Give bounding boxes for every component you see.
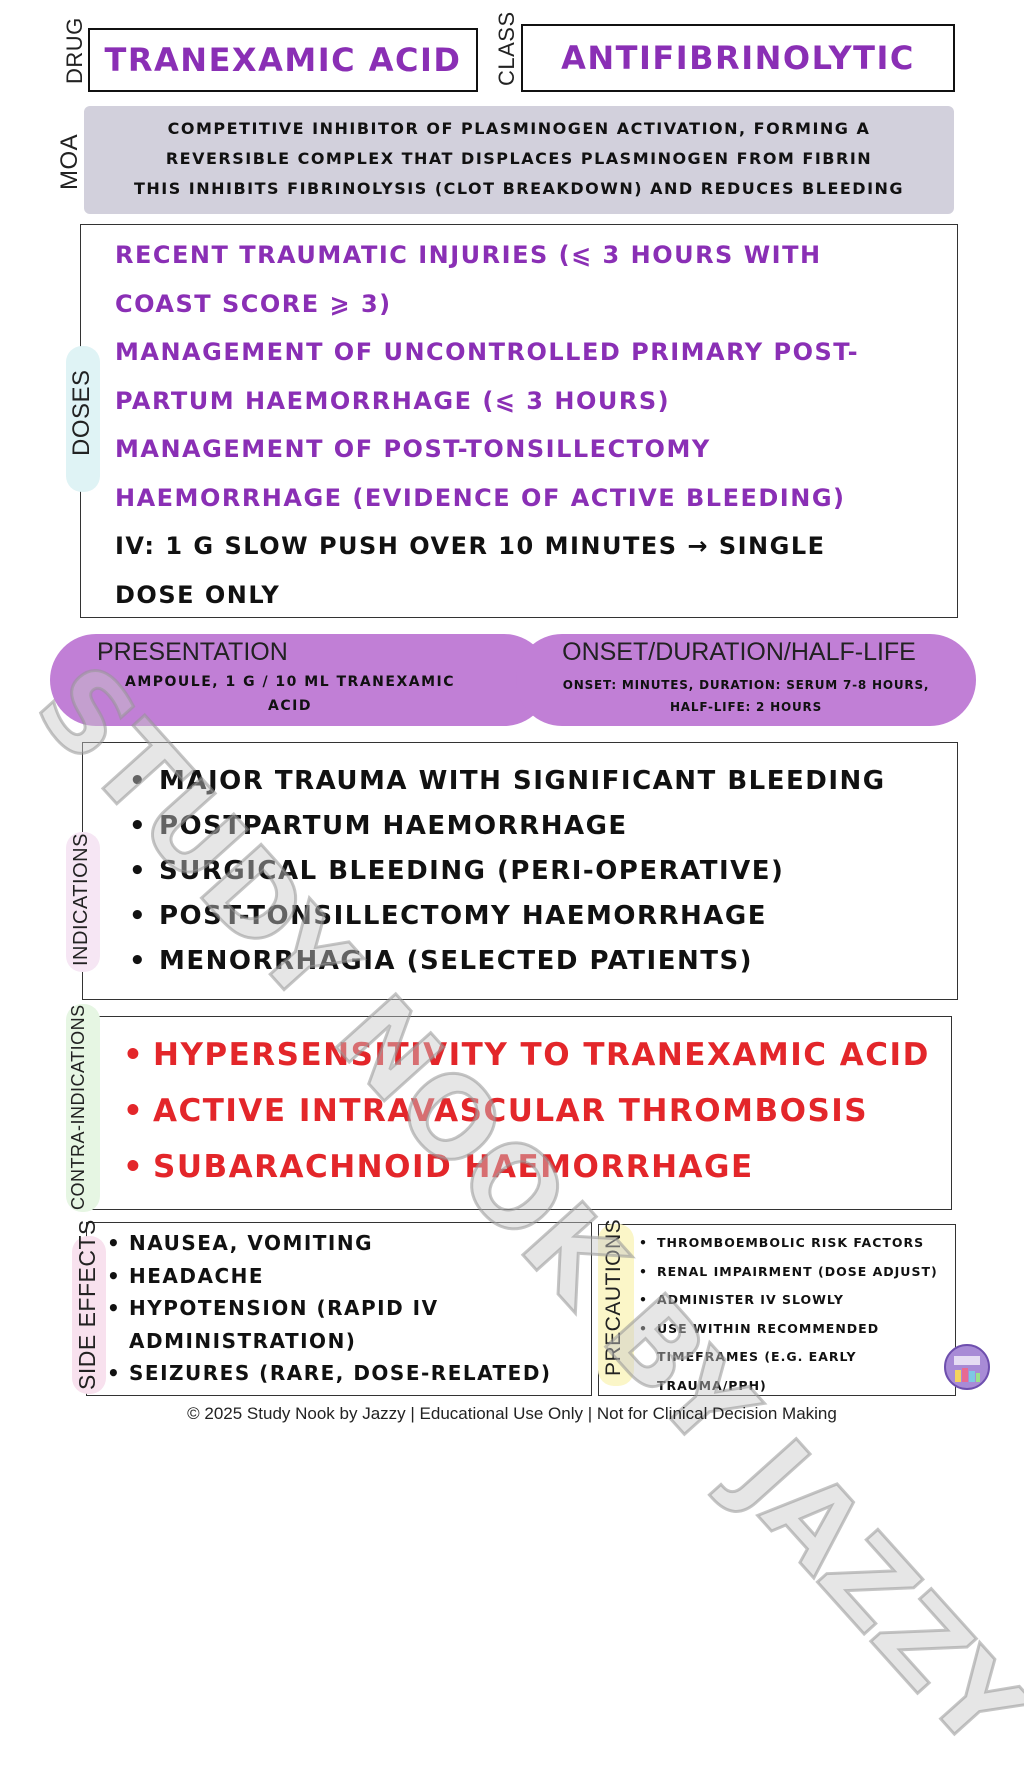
side-effects-box: •NAUSEA, VOMITING •HEADACHE •HYPOTENSION… [86, 1222, 592, 1396]
dose-line-6: HAEMORRHAGE (EVIDENCE OF ACTIVE BLEEDING… [115, 483, 846, 512]
presentation-pill: PRESENTATION AMPOULE, 1 G / 10 ML TRANEX… [50, 634, 550, 726]
precautions-label: PRECAUTIONS [602, 1218, 625, 1376]
indication-item: •MAJOR TRAUMA WITH SIGNIFICANT BLEEDING [129, 766, 886, 796]
precaution-item: •THROMBOEMBOLIC RISK FACTORS [639, 1235, 925, 1250]
contraindication-item: •HYPERSENSITIVITY TO TRANEXAMIC ACID [123, 1037, 930, 1073]
contraindications-label: CONTRA-INDICATIONS [68, 1004, 88, 1210]
indications-tab [66, 832, 100, 972]
indications-box: •MAJOR TRAUMA WITH SIGNIFICANT BLEEDING … [82, 742, 958, 1000]
study-nook-logo [944, 1344, 990, 1390]
onset-line-1: ONSET: MINUTES, DURATION: SERUM 7-8 HOUR… [562, 678, 930, 692]
indication-item: •POST-TONSILLECTOMY HAEMORRHAGE [129, 901, 767, 931]
moa-label: MOA [56, 133, 83, 190]
side-effects-tab [72, 1236, 106, 1394]
moa-line-3: THIS INHIBITS FIBRINOLYSIS (CLOT BREAKDO… [133, 179, 905, 198]
precaution-item: •USE WITHIN RECOMMENDED [639, 1320, 880, 1336]
drug-label: DRUG [62, 17, 87, 84]
contraindication-item: •SUBARACHNOID HAEMORRHAGE [123, 1149, 754, 1185]
dose-line-1: RECENT TRAUMATIC INJURIES (⩽ 3 HOURS WIT… [115, 241, 822, 269]
dose-line-7: IV: 1 G SLOW PUSH OVER 10 MINUTES → SING… [115, 532, 826, 560]
moa-line-1: COMPETITIVE INHIBITOR OF PLASMINOGEN ACT… [167, 119, 871, 138]
doses-box: RECENT TRAUMATIC INJURIES (⩽ 3 HOURS WIT… [80, 224, 958, 618]
contraindication-item: •ACTIVE INTRAVASCULAR THROMBOSIS [123, 1093, 869, 1129]
precaution-item: TRAUMA/PPH) [657, 1377, 767, 1393]
class-name: ANTIFIBRINOLYTIC [561, 39, 915, 77]
side-effects-label: SIDE EFFECTS [74, 1219, 100, 1390]
indication-item: •MENORRHAGIA (SELECTED PATIENTS) [129, 946, 754, 976]
side-effect-item: ADMINISTRATION) [129, 1328, 357, 1353]
dose-line-5: MANAGEMENT OF POST-TONSILLECTOMY [115, 435, 711, 463]
indication-item: •SURGICAL BLEEDING (PERI-OPERATIVE) [129, 856, 785, 886]
contraindications-box: •HYPERSENSITIVITY TO TRANEXAMIC ACID •AC… [88, 1016, 952, 1210]
footer: © 2025 Study Nook by Jazzy | Educational… [187, 1404, 837, 1423]
dose-line-3: MANAGEMENT OF UNCONTROLLED PRIMARY POST- [115, 338, 860, 366]
moa-panel: COMPETITIVE INHIBITOR OF PLASMINOGEN ACT… [84, 106, 954, 214]
onset-pill: ONSET/DURATION/HALF-LIFE ONSET: MINUTES,… [516, 634, 976, 726]
dose-line-8: DOSE ONLY [115, 580, 281, 609]
presentation-line-2: ACID [268, 698, 312, 714]
moa-line-2: REVERSIBLE COMPLEX THAT DISPLACES PLASMI… [165, 149, 873, 168]
precaution-item: TIMEFRAMES (E.G. EARLY [657, 1349, 857, 1364]
class-label: CLASS [494, 11, 519, 86]
logo-books-icon [954, 1356, 980, 1382]
dose-line-4: PARTUM HAEMORRHAGE (⩽ 3 HOURS) [115, 386, 671, 415]
precautions-tab [598, 1224, 634, 1386]
precautions-box: •THROMBOEMBOLIC RISK FACTORS •RENAL IMPA… [598, 1224, 956, 1396]
precaution-item: •RENAL IMPAIRMENT (DOSE ADJUST) [639, 1263, 938, 1279]
indication-item: •POSTPARTUM HAEMORRHAGE [129, 811, 628, 841]
onset-title: ONSET/DURATION/HALF-LIFE [562, 638, 916, 666]
side-effect-item: •SEIZURES (RARE, DOSE-RELATED) [107, 1361, 552, 1385]
presentation-title: PRESENTATION [97, 638, 288, 666]
onset-line-2: HALF-LIFE: 2 HOURS [669, 700, 823, 714]
drug-name-box: TRANEXAMIC ACID [88, 28, 478, 92]
doses-label: DOSES [68, 369, 95, 456]
presentation-line-1: AMPOULE, 1 G / 10 ML TRANEXAMIC [124, 674, 455, 690]
precaution-item: •ADMINISTER IV SLOWLY [639, 1292, 844, 1307]
drug-name: TRANEXAMIC ACID [104, 41, 462, 79]
side-effect-item: •HEADACHE [107, 1263, 265, 1288]
doses-tab [66, 346, 100, 492]
class-name-box: ANTIFIBRINOLYTIC [521, 24, 955, 92]
side-effect-item: •HYPOTENSION (RAPID IV [107, 1296, 439, 1320]
side-effect-item: •NAUSEA, VOMITING [107, 1231, 374, 1255]
dose-line-2: COAST SCORE ⩾ 3) [115, 289, 392, 318]
indications-label: INDICATIONS [70, 833, 92, 966]
contraindications-tab [66, 1004, 100, 1212]
